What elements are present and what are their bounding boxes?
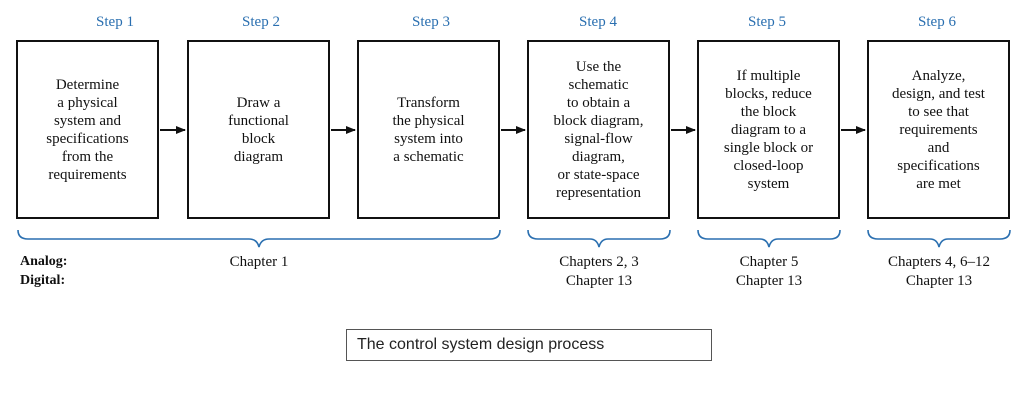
step-6-label: Step 6 — [918, 14, 956, 30]
analog-row-label: Analog: — [20, 254, 68, 269]
step-1-box: Determine a physical system and specific… — [16, 40, 159, 219]
step-2-text: Draw a functional block diagram — [228, 94, 289, 165]
chapters-step-5-analog: Chapter 5 — [739, 254, 799, 270]
step-3-text: Transform the physical system into a sch… — [392, 94, 465, 165]
chapters-steps-1-3-analog: Chapter 1 — [229, 254, 289, 270]
chapters-step-6-digital: Chapter 13 — [905, 273, 973, 289]
step-6-box: Analyze, design, and test to see that re… — [867, 40, 1010, 219]
step-5-box: If multiple blocks, reduce the block dia… — [697, 40, 840, 219]
digital-row-label: Digital: — [20, 273, 66, 288]
chapters-step-6-analog: Chapters 4, 6–12 — [887, 254, 991, 270]
step-1-text: Determine a physical system and specific… — [46, 76, 129, 183]
step-1-label: Step 1 — [96, 14, 134, 30]
chapters-step-4-digital: Chapter 13 — [565, 273, 633, 289]
brace-steps-1-3 — [17, 229, 501, 248]
step-5-label: Step 5 — [748, 14, 786, 30]
step-2-box: Draw a functional block diagram — [187, 40, 330, 219]
chapters-step-4-analog: Chapters 2, 3 — [559, 254, 639, 270]
step-2-label: Step 2 — [242, 14, 280, 30]
chapters-step-5-digital: Chapter 13 — [735, 273, 803, 289]
figure-caption: The control system design process — [346, 329, 712, 361]
step-6-text: Analyze, design, and test to see that re… — [892, 67, 985, 192]
step-4-label: Step 4 — [579, 14, 617, 30]
step-3-label: Step 3 — [412, 14, 450, 30]
step-4-box: Use the schematic to obtain a block diag… — [527, 40, 670, 219]
step-5-text: If multiple blocks, reduce the block dia… — [723, 67, 814, 192]
brace-step-5 — [697, 229, 841, 248]
step-4-text: Use the schematic to obtain a block diag… — [553, 58, 644, 201]
step-3-box: Transform the physical system into a sch… — [357, 40, 500, 219]
brace-step-6 — [867, 229, 1011, 248]
brace-step-4 — [527, 229, 671, 248]
